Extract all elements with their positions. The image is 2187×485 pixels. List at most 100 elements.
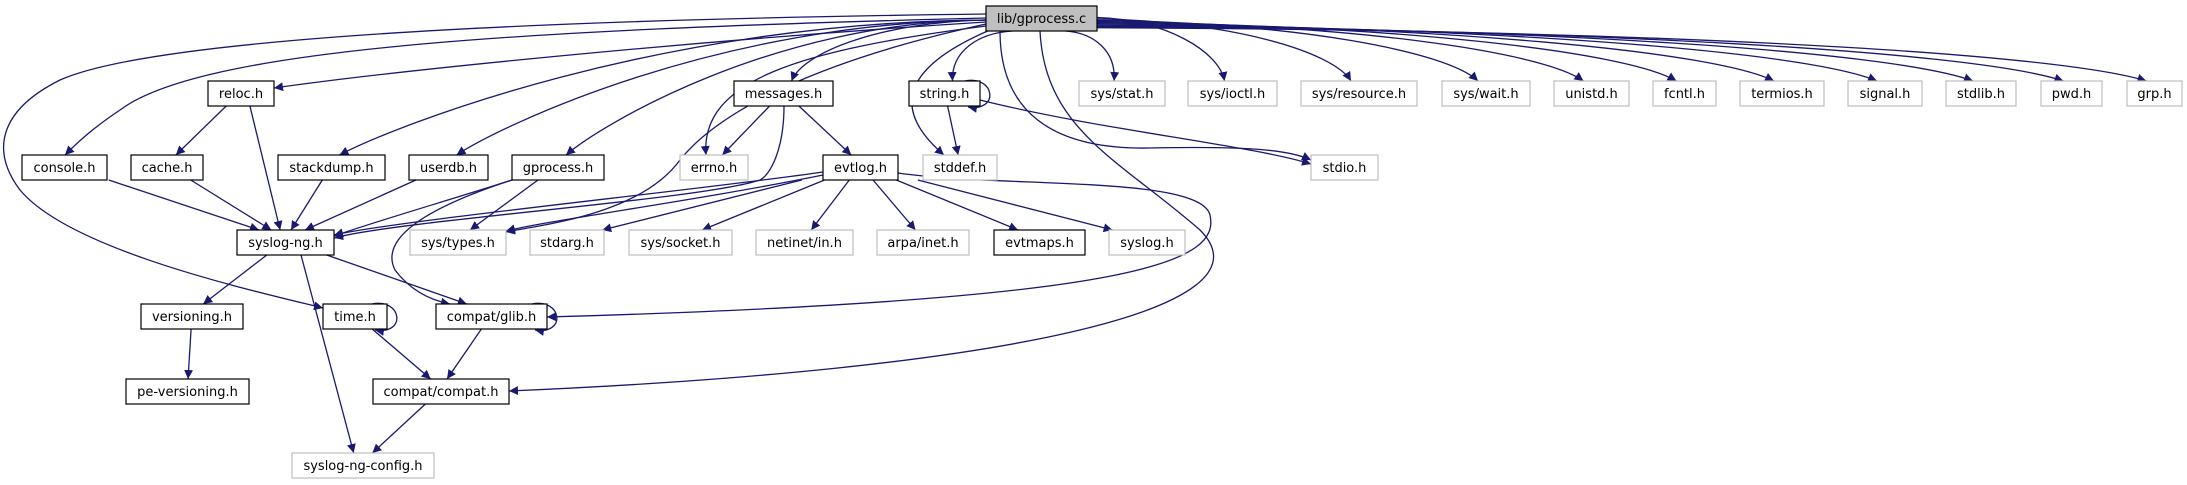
node-gprocessh[interactable]: gprocess.h: [511, 154, 605, 181]
node-config: syslog-ng-config.h: [291, 452, 435, 479]
node-stackdump[interactable]: stackdump.h: [277, 154, 386, 181]
node-box: [130, 154, 204, 181]
node-stdlib: stdlib.h: [1945, 80, 2017, 107]
node-box: [755, 229, 854, 256]
edge-evtlog-to-systypes: [505, 174, 824, 234]
node-label: userdb.h: [420, 161, 477, 176]
node-label: evtmaps.h: [1005, 236, 1074, 251]
edge-root-to-string: [947, 30, 1013, 82]
node-label: syslog.h: [1120, 236, 1173, 251]
node-evtmaps[interactable]: evtmaps.h: [993, 229, 1086, 256]
node-box: [140, 303, 244, 330]
node-label: time.h: [334, 310, 376, 325]
node-label: evtlog.h: [834, 161, 887, 176]
node-box: [409, 229, 507, 256]
node-string[interactable]: string.h: [908, 80, 981, 107]
node-cache[interactable]: cache.h: [130, 154, 204, 181]
node-pwd: pwd.h: [2040, 80, 2103, 107]
node-box: [876, 229, 970, 256]
node-label: fcntl.h: [1664, 87, 1705, 102]
edge-cache-to-syslogng: [190, 179, 272, 231]
node-box: [908, 80, 981, 107]
edge-root-to-time: [3, 13, 987, 311]
node-box: [277, 154, 386, 181]
edge-evtlog-to-glib: [546, 172, 1212, 322]
node-messages[interactable]: messages.h: [733, 80, 834, 107]
node-label: reloc.h: [219, 87, 263, 102]
edge-root-to-pwd: [1096, 26, 2064, 83]
node-box: [435, 303, 548, 330]
node-label: sys/socket.h: [640, 236, 720, 251]
node-userdb[interactable]: userdb.h: [408, 154, 489, 181]
edge-root-to-sysstat: [1065, 30, 1120, 82]
edge-syslogng-to-versioning: [202, 254, 268, 305]
node-label: string.h: [920, 87, 970, 102]
edge-evtlog-to-netinet: [810, 179, 850, 231]
node-label: stdarg.h: [540, 236, 594, 251]
node-reloc[interactable]: reloc.h: [207, 80, 275, 107]
node-errno: errno.h: [679, 154, 749, 181]
edge-string-to-stdio: [979, 99, 1312, 166]
node-box: [1187, 80, 1278, 107]
edge-time-to-compat: [371, 328, 432, 380]
node-box: [822, 154, 899, 181]
node-label: termios.h: [1751, 87, 1813, 102]
node-time[interactable]: time.h: [322, 303, 388, 330]
node-label: sys/resource.h: [1312, 87, 1406, 102]
node-syslogng[interactable]: syslog-ng.h: [236, 229, 335, 256]
node-signal: signal.h: [1847, 80, 1923, 107]
node-box: [125, 378, 250, 405]
node-box: [2040, 80, 2103, 107]
node-box: [291, 452, 435, 479]
node-glib[interactable]: compat/glib.h: [435, 303, 548, 330]
node-root[interactable]: lib/gprocess.c: [985, 5, 1098, 32]
node-box: [1078, 80, 1166, 107]
edge-messages-to-errno: [721, 105, 771, 156]
edge-reloc-to-cache: [175, 105, 227, 156]
edge-evtlog-to-syslogng: [333, 171, 824, 238]
node-console[interactable]: console.h: [21, 154, 108, 181]
edge-userdb-to-syslogng: [304, 179, 417, 231]
node-label: lib/gprocess.c: [997, 12, 1086, 27]
node-compat[interactable]: compat/compat.h: [372, 378, 510, 405]
edge-root-to-systypes: [505, 23, 987, 235]
edge-gprocessh-to-systypes: [469, 179, 539, 231]
node-label: compat/compat.h: [384, 385, 499, 400]
node-box: [1847, 80, 1923, 107]
edge-string-to-stddef: [946, 105, 961, 156]
node-sysioctl: sys/ioctl.h: [1187, 80, 1278, 107]
edge-evtlog-to-stdarg: [602, 179, 802, 233]
node-label: signal.h: [1860, 87, 1911, 102]
edge-syslogng-to-config: [300, 254, 356, 454]
node-peversioning[interactable]: pe-versioning.h: [125, 378, 250, 405]
node-box: [529, 229, 605, 256]
node-box: [1441, 80, 1531, 107]
edge-root-to-console: [64, 17, 987, 156]
node-box: [1108, 229, 1186, 256]
node-box: [1652, 80, 1717, 107]
node-syslog: syslog.h: [1108, 229, 1186, 256]
node-syssocket: sys/socket.h: [628, 229, 733, 256]
node-label: messages.h: [745, 87, 823, 102]
node-versioning[interactable]: versioning.h: [140, 303, 244, 330]
node-termios: termios.h: [1739, 80, 1825, 107]
edge-evtlog-to-syslog: [917, 179, 1113, 233]
node-label: sys/stat.h: [1091, 87, 1154, 102]
node-label: stdio.h: [1323, 161, 1367, 176]
node-netinet: netinet/in.h: [755, 229, 854, 256]
node-label: stddef.h: [934, 161, 986, 176]
node-label: sys/wait.h: [1453, 87, 1518, 102]
node-box: [985, 5, 1098, 32]
edge-glib-to-compat: [446, 328, 482, 380]
node-arpa: arpa/inet.h: [876, 229, 970, 256]
edge-root-to-grp: [1096, 27, 2147, 83]
edge-compat-to-config: [371, 403, 426, 454]
node-box: [993, 229, 1086, 256]
node-evtlog[interactable]: evtlog.h: [822, 154, 899, 181]
edge-root-to-stdio: [999, 30, 1312, 161]
edge-versioning-to-peversioning: [184, 328, 194, 380]
node-box: [1300, 80, 1418, 107]
node-systypes: sys/types.h: [409, 229, 507, 256]
edge-console-to-syslogng: [108, 179, 260, 232]
node-label: pwd.h: [2052, 87, 2092, 102]
